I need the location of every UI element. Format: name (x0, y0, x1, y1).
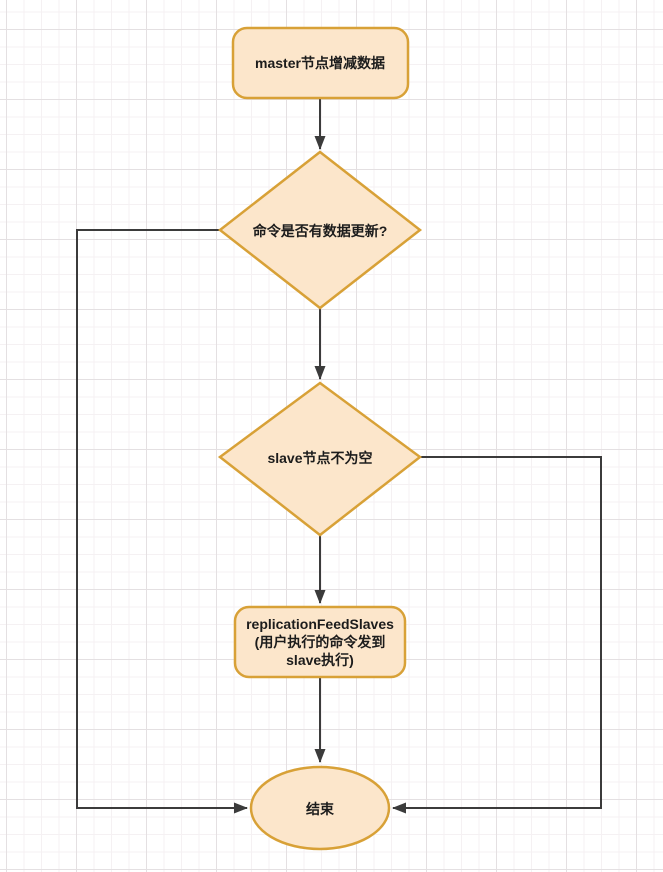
start-node-label: master节点增减数据 (255, 55, 385, 71)
process-node-label-line3: slave执行) (286, 652, 354, 668)
decision-node-update-label: 命令是否有数据更新? (252, 223, 388, 239)
decision-node-slaves-shape (217, 381, 423, 537)
process-node-shape (233, 605, 407, 679)
decision-node-slaves-label: slave节点不为空 (267, 450, 372, 466)
end-node-shape (249, 765, 391, 851)
edge-layer (76, 98, 602, 814)
process-node-label-line1: replicationFeedSlaves (246, 616, 394, 632)
decision-node-slaves: slave节点不为空 (217, 381, 423, 537)
start-node: master节点增减数据 (231, 26, 410, 100)
end-node-label: 结束 (306, 801, 335, 817)
process-node-label-line2: (用户执行的命令发到 (255, 634, 386, 650)
process-node-feed-slaves: replicationFeedSlaves (用户执行的命令发到 slave执行… (233, 605, 407, 679)
edge-decision1-to-end-left (76, 229, 248, 814)
edge-decision2-to-end-right (392, 456, 602, 814)
decision-node-update: 命令是否有数据更新? (217, 150, 423, 310)
start-node-shape (231, 26, 410, 100)
decision-node-update-shape (217, 150, 423, 310)
end-node: 结束 (249, 765, 391, 851)
